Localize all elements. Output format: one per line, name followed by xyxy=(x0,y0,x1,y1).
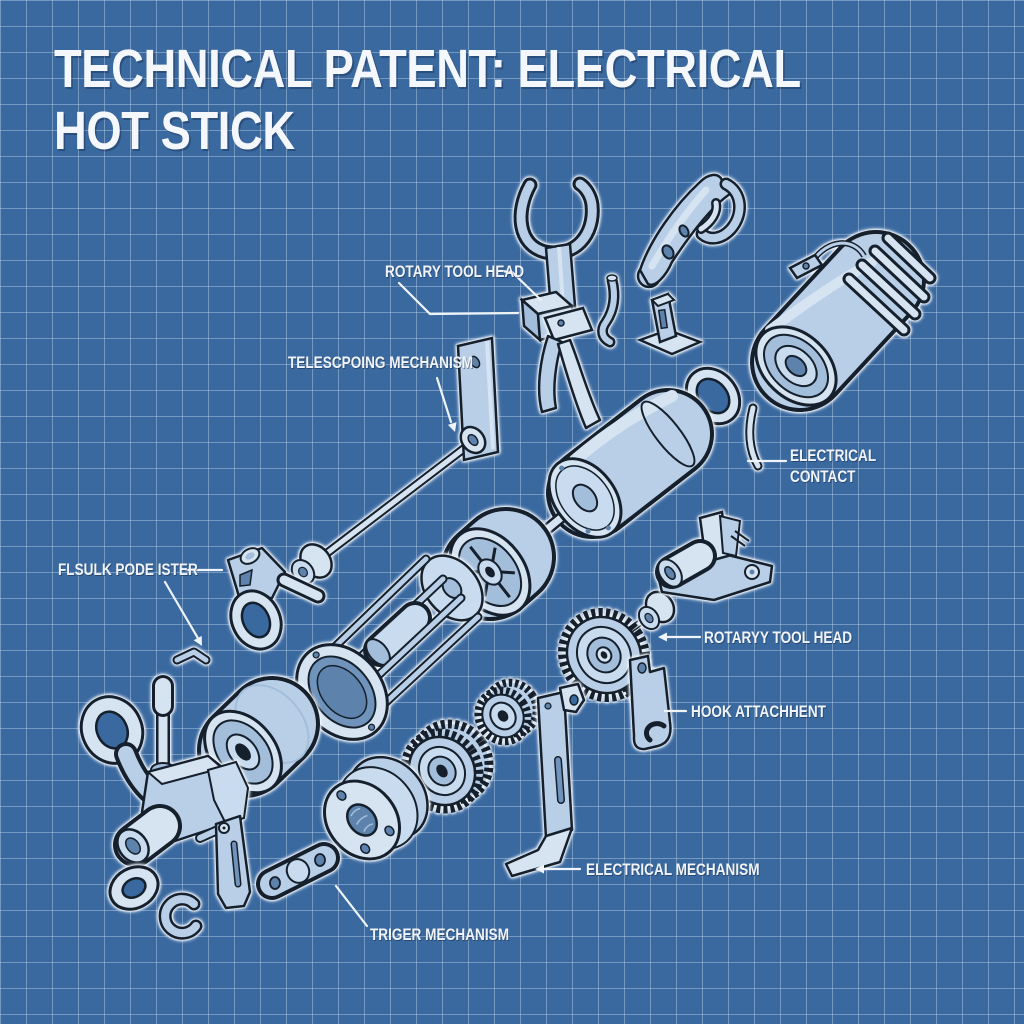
label-rotary-tool-head-top: ROTARY TOOL HEAD xyxy=(385,262,525,281)
label-electrical-mechanism: ELECTRICAL MECHANISM xyxy=(586,860,760,879)
part-washer-small xyxy=(108,865,160,911)
leader-trigger-mechanism xyxy=(334,884,369,928)
part-telescoping-shaft xyxy=(290,336,500,585)
leader-pole-fastener xyxy=(163,568,224,646)
part-bent-pin-lower xyxy=(172,647,211,665)
part-spur-gear xyxy=(400,719,494,814)
label-electrical-contact: ELECTRICAL CONTACT xyxy=(790,446,877,487)
part-clevis-bracket xyxy=(655,510,774,602)
leader-electrical-mechanism xyxy=(535,864,582,874)
part-pinion-gear xyxy=(474,678,541,746)
part-clamp-lever xyxy=(636,173,746,289)
label-trigger-mechanism: TRIGER MECHANISM xyxy=(370,925,510,944)
page-title: TECHNICAL PATENT: ELECTRICAL HOT STICK xyxy=(54,39,800,161)
label-hook-attachment: HOOK ATTACHHENT xyxy=(691,702,826,721)
part-valve-body xyxy=(79,675,252,910)
part-roller-drum xyxy=(197,676,320,798)
leader-rotary-tool-head-top xyxy=(397,269,543,316)
part-bearing-wheel xyxy=(440,507,556,621)
part-main-cylinder xyxy=(504,388,714,566)
part-c-hook xyxy=(158,892,203,940)
part-bent-pin-upper xyxy=(597,274,620,348)
label-telescoping-mechanism: TELESCPOING MECHANISM xyxy=(288,353,474,372)
part-plier-grip xyxy=(537,306,602,430)
part-hook-plate xyxy=(628,654,672,751)
part-shackle-clamp xyxy=(226,546,326,651)
leader-rotary-tool-head-mid xyxy=(658,632,702,642)
part-flange-disc xyxy=(322,755,429,861)
part-motor-housing xyxy=(750,230,937,412)
label-pole-fastener: FLSULK PODE ISTER xyxy=(58,560,198,579)
label-rotary-tool-head-mid: ROTARYY TOOL HEAD xyxy=(704,628,853,647)
part-gear-hub xyxy=(637,590,676,631)
leader-telescoping-mechanism xyxy=(435,376,457,432)
part-cage-cylinder xyxy=(295,554,484,741)
part-slide-bracket xyxy=(636,292,704,356)
part-link-plate xyxy=(256,842,340,900)
part-contact-rod xyxy=(745,403,763,471)
part-lever-arm xyxy=(504,682,586,878)
